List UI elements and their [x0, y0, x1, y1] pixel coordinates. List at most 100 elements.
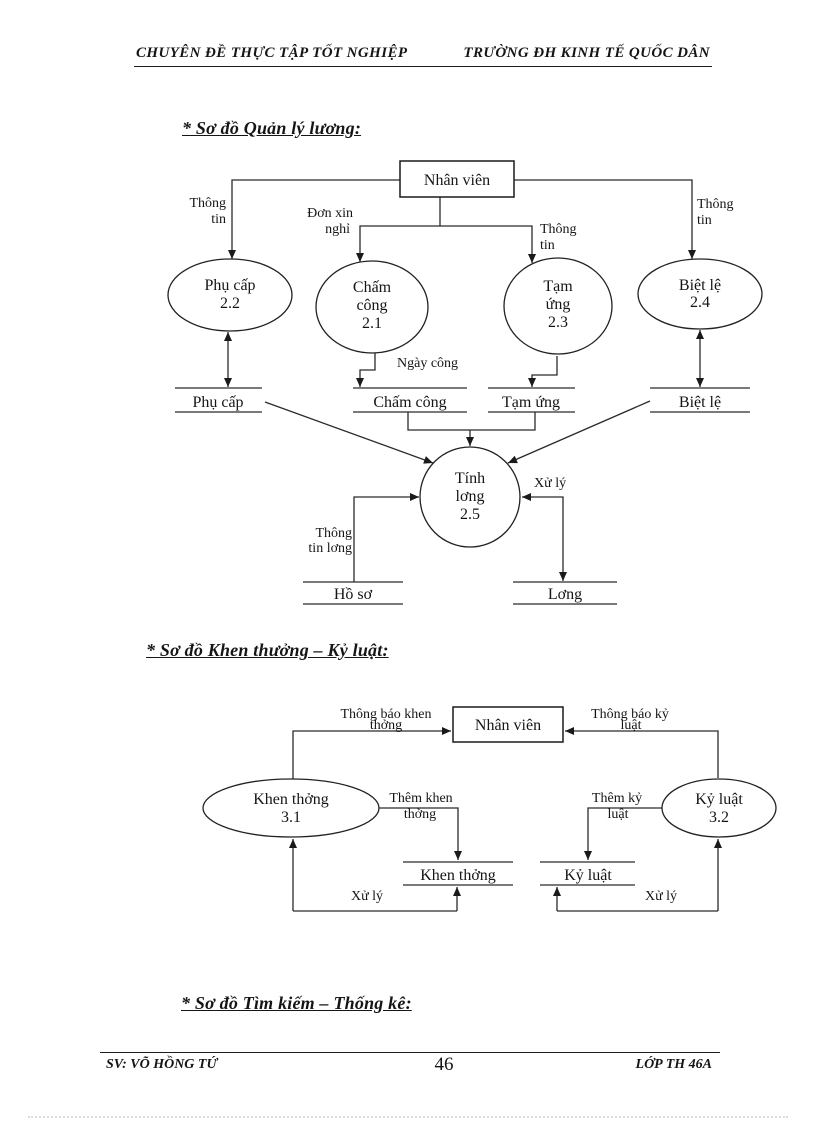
- flow-line-entity-to-phucap: [231, 179, 400, 259]
- entity2-label: Nhân viên: [475, 717, 541, 734]
- store-phu-cap-label: Phụ cấp: [192, 394, 243, 411]
- flow-label-thong-tin-right1: Thông: [697, 197, 734, 212]
- process-cham-cong-label2: công: [356, 297, 387, 314]
- process-khen-thuong-label: Khen thởng: [253, 791, 329, 808]
- arrowhead: [522, 493, 531, 501]
- entity-box-nhan-vien-2: [452, 706, 564, 743]
- flow-label-thong-tin-luong2: tin lơng: [308, 541, 352, 556]
- process-tinh-luong-label2: lơng: [456, 488, 485, 505]
- process-phu-cap-id: 2.2: [220, 295, 240, 312]
- footer-rule: [100, 1052, 720, 1053]
- arrowhead: [584, 851, 592, 860]
- header-rule: [134, 66, 712, 67]
- flow-label-thong-bao-ky2: luật: [621, 718, 642, 733]
- entity-label: Nhân viên: [424, 172, 490, 189]
- flow-label-don-xin-nghi2: nghỉ: [325, 222, 350, 237]
- arrowhead: [356, 253, 364, 262]
- flow-label-them-khen1: Thêm khen: [389, 791, 452, 806]
- process-phu-cap-label: Phụ cấp: [204, 277, 255, 294]
- flow-line-them-khen: [378, 807, 459, 860]
- arrowhead: [289, 839, 297, 848]
- process-ellipse-tinh-luong: [419, 446, 521, 548]
- process-ellipse-biet-le: [637, 258, 763, 330]
- arrowhead: [224, 332, 232, 341]
- header-right-text: TRƯỜNG ĐH KINH TẾ QUỐC DÂN: [463, 45, 710, 61]
- arrowhead: [696, 330, 704, 339]
- footer-class-name: LỚP TH 46A: [635, 1057, 712, 1072]
- arrowhead: [466, 437, 474, 446]
- flow-line-phucapstore-to-tinhluong: [264, 401, 434, 464]
- store-tam-ung-label: Tạm ứng: [502, 394, 560, 411]
- arrowhead: [559, 572, 567, 581]
- flow-label-don-xin-nghi1: Đơn xin: [307, 206, 353, 221]
- section-title-reward: * Sơ đồ Khen thưởng – Kỷ luật:: [146, 640, 389, 660]
- flow-label-thong-tin-mid2: tin: [540, 238, 555, 253]
- arrowhead: [410, 493, 419, 501]
- flow-line-hoso-to-tinhluong: [353, 496, 419, 582]
- arrowhead: [714, 839, 722, 848]
- process-tam-ung-label2: ứng: [546, 296, 571, 313]
- store-biet-le-label: Biệt lệ: [679, 394, 721, 411]
- process-ellipse-tam-ung: [503, 257, 613, 355]
- flow-label-thong-bao-khen1: Thông báo khen: [341, 707, 432, 722]
- process-khen-thuong-id: 3.1: [281, 809, 301, 826]
- section-title-search: * Sơ đồ Tìm kiếm – Thống kê:: [181, 993, 412, 1013]
- process-ellipse-cham-cong: [315, 260, 429, 354]
- arrowhead: [442, 727, 451, 735]
- process-ellipse-ky-luat: [661, 778, 777, 838]
- arrowhead: [224, 378, 232, 387]
- arrowhead: [528, 378, 536, 387]
- flow-label-thong-tin-right2: tin: [697, 213, 712, 228]
- process-ellipse-khen-thuong: [202, 778, 380, 838]
- flow-line-bietlestore-to-tinhluong: [507, 400, 651, 464]
- store-luong-label: Lơng: [548, 586, 582, 603]
- section-title-salary: * Sơ đồ Quản lý lương:: [182, 118, 362, 138]
- flow-label-thong-tin-mid1: Thông: [540, 222, 577, 237]
- arrowhead: [356, 378, 364, 387]
- page-number: 46: [434, 1054, 454, 1075]
- arrowhead: [453, 887, 461, 896]
- process-biet-le-label: Biệt lệ: [679, 277, 721, 294]
- process-ky-luat-label: Kỷ luật: [695, 791, 743, 808]
- header-left-text: CHUYÊN ĐỀ THỰC TẬP TỐT NGHIỆP: [136, 45, 408, 61]
- arrowhead: [553, 887, 561, 896]
- flow-line-entity-split: [359, 225, 533, 263]
- flow-label-them-ky2: luật: [608, 807, 629, 822]
- scan-artifact-dots: [28, 1116, 788, 1118]
- arrowhead: [228, 250, 236, 259]
- flow-line-khenthuong-to-entity: [292, 730, 451, 779]
- flow-line-tamung-store: [531, 356, 558, 387]
- store-ky-luat-label: Kỷ luật: [564, 867, 612, 884]
- process-tam-ung-id: 2.3: [548, 314, 568, 331]
- store-ho-so-label: Hồ sơ: [334, 586, 373, 603]
- flow-label-ngay-cong: Ngày công: [397, 356, 458, 371]
- process-cham-cong-label1: Chấm: [353, 279, 392, 296]
- flow-label-them-khen2: thởng: [404, 807, 436, 822]
- process-tam-ung-label1: Tạm: [543, 278, 573, 295]
- flow-label-thong-tin-left1: Thông: [189, 196, 226, 211]
- flow-label-xu-ly-left: Xử lý: [351, 889, 383, 904]
- flow-line-tinhluong-luong: [522, 496, 564, 581]
- process-ellipse-phu-cap: [167, 258, 293, 332]
- process-tinh-luong-id: 2.5: [460, 506, 480, 523]
- arrowhead: [528, 254, 536, 263]
- flow-label-xu-ly: Xử lý: [534, 476, 566, 491]
- process-tinh-luong-label1: Tính: [455, 470, 485, 487]
- flow-label-thong-bao-khen2: thởng: [370, 718, 402, 733]
- reward-discipline-dfd-diagram: Nhân viên Khen thởng 3.1 Kỷ luật 3.2 Khe…: [202, 706, 777, 912]
- process-biet-le-id: 2.4: [690, 294, 710, 311]
- flow-label-thong-tin-left2: tin: [211, 212, 226, 227]
- salary-dfd-diagram: Nhân viên Phụ cấp 2.2 Chấm công 2.1 Tạm …: [167, 160, 763, 605]
- flow-line-stores-join: [407, 412, 536, 431]
- entity-box-nhan-vien: [399, 160, 515, 198]
- flow-label-xu-ly-right: Xử lý: [645, 889, 677, 904]
- store-khen-thuong-label: Khen thởng: [420, 867, 496, 884]
- footer-student-name: SV: VÕ HỒNG TỨ: [106, 1057, 218, 1072]
- arrowhead: [565, 727, 574, 735]
- flow-line-kyluat-to-entity: [565, 730, 719, 778]
- arrowhead: [696, 378, 704, 387]
- arrowhead: [688, 250, 696, 259]
- store-cham-cong-label: Chấm công: [373, 394, 446, 411]
- arrowhead: [454, 851, 462, 860]
